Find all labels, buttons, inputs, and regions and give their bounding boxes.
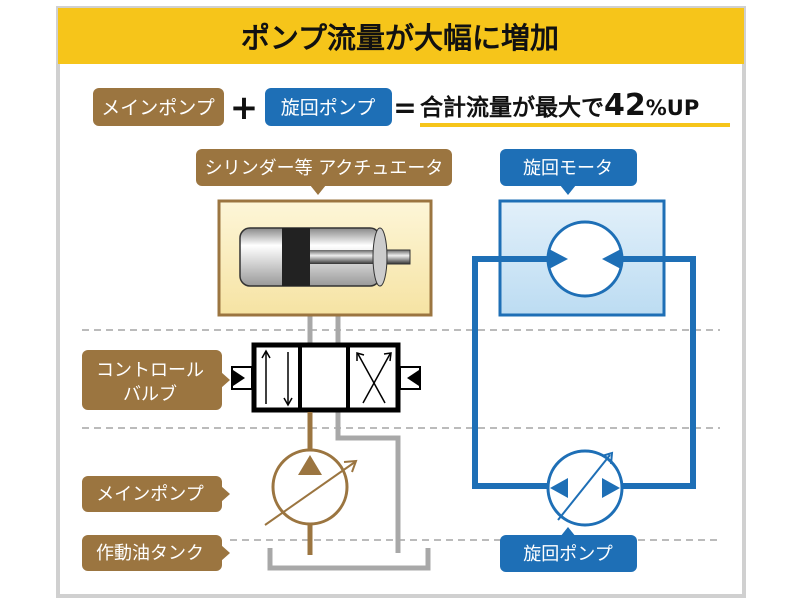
main-pump-badge-label: メインポンプ xyxy=(101,97,214,119)
control-valve-label-2: バルブ xyxy=(123,383,177,405)
control-valve-callout: コントロール バルブ xyxy=(82,350,230,410)
main-pump-label: メインポンプ xyxy=(96,484,203,505)
swing-pump-symbol xyxy=(546,449,624,527)
dashed-separators xyxy=(82,329,720,541)
swing-motor-symbol xyxy=(546,220,624,298)
oil-tank xyxy=(267,548,431,571)
main-pump-badge xyxy=(93,88,224,126)
swing-motor-label: 旋回モータ xyxy=(523,158,613,179)
swing-pump-callout: 旋回ポンプ xyxy=(500,527,637,572)
plus-sign: + xyxy=(230,88,259,128)
cylinder-actuator xyxy=(217,199,433,317)
swing-pump-label: 旋回ポンプ xyxy=(523,544,612,565)
result-text: 合計流量が最大で42%UP xyxy=(420,88,699,123)
main-pump-callout: メインポンプ xyxy=(82,476,230,512)
control-valve-symbol xyxy=(231,342,421,413)
equals-sign: = xyxy=(393,91,416,124)
swing-pump-badge xyxy=(265,88,392,126)
tank-label: 作動油タンク xyxy=(96,543,204,564)
actuator-callout: シリンダー等 アクチュエータ xyxy=(196,149,452,195)
actuator-label: シリンダー等 アクチュエータ xyxy=(205,158,444,179)
return-pipes xyxy=(267,316,431,571)
tank-callout: 作動油タンク xyxy=(82,535,230,571)
result-underline xyxy=(420,123,730,127)
header-bar xyxy=(58,8,744,64)
page-title: ポンプ流量が大幅に増加 xyxy=(241,21,559,55)
main-pump-symbol xyxy=(264,412,358,555)
swing-pump-badge-label: 旋回ポンプ xyxy=(281,97,375,119)
control-valve-label-1: コントロール xyxy=(96,360,204,381)
swing-motor-callout: 旋回モータ xyxy=(500,149,637,195)
